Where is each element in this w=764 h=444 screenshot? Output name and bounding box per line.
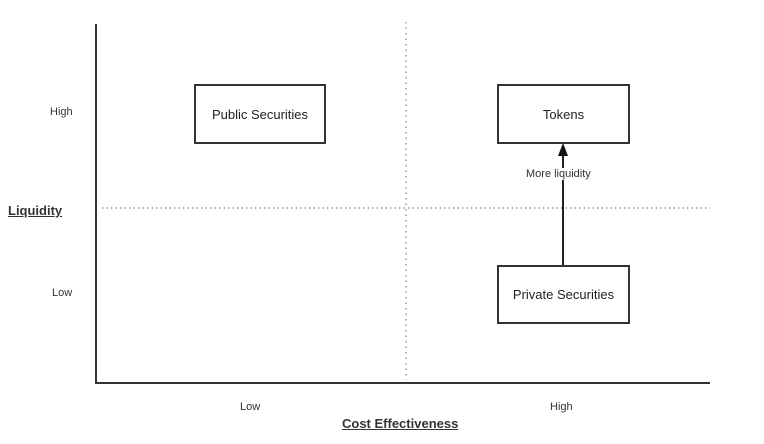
y-axis-title: Liquidity — [8, 203, 63, 218]
public-securities-box: Public Securities — [194, 84, 326, 144]
x-axis-title: Cost Effectiveness — [342, 416, 459, 431]
x-tick-high: High — [550, 401, 573, 413]
arrow-label: More liquidity — [524, 168, 593, 180]
x-tick-low: Low — [240, 401, 261, 413]
y-tick-high: High — [50, 106, 73, 118]
tokens-box: Tokens — [497, 84, 630, 144]
arrow-head — [558, 143, 568, 156]
private-securities-box: Private Securities — [497, 265, 630, 324]
y-tick-low: Low — [52, 287, 73, 299]
